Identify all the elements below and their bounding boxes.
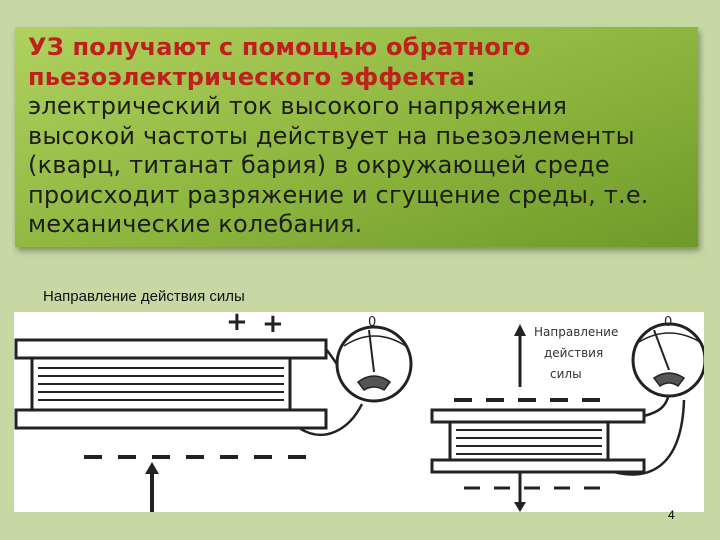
left-top-electrode xyxy=(14,338,328,360)
right-gauge-zero: 0 xyxy=(664,315,672,330)
heading-line-2: пьезоэлектрического эффекта: xyxy=(28,63,690,93)
plus-sign-2: + xyxy=(262,312,284,339)
body-line-1: электрический ток высокого напряжения xyxy=(28,92,568,120)
heading-part-2: пьезоэлектрического эффекта xyxy=(28,62,466,91)
left-bottom-electrode xyxy=(14,408,328,430)
body-line-4: происходит разряжение и сгущение среды, … xyxy=(28,180,649,209)
right-wire-bottom xyxy=(613,399,686,476)
right-label-line-3: силы xyxy=(550,367,582,381)
plus-sign-1: + xyxy=(226,312,248,337)
heading-line-1: УЗ получают с помощью обратного xyxy=(28,33,690,63)
right-top-electrode xyxy=(430,408,646,424)
heading-colon: : xyxy=(465,62,476,91)
figure-caption: Направление действия силы xyxy=(43,288,245,305)
body-line-3: (кварц, титанат бария) в окружающей сред… xyxy=(28,151,610,179)
body-line-5: механические колебания. xyxy=(28,210,363,238)
heading-part-1: УЗ получают с помощью обратного xyxy=(28,33,531,61)
right-bottom-electrode xyxy=(430,458,646,474)
left-wire-bottom xyxy=(298,403,364,437)
piezo-diagram-svg: + + xyxy=(14,312,704,512)
text-box: УЗ получают с помощью обратного пьезоэле… xyxy=(15,27,698,247)
left-assembly: + + xyxy=(14,312,413,512)
body-line-2: высокой частоты действует на пьезоэлемен… xyxy=(28,121,635,150)
right-label-line-1: Направление xyxy=(534,325,618,339)
right-gauge xyxy=(631,322,704,398)
page-number: 4 xyxy=(668,508,675,522)
right-label-line-2: действия xyxy=(544,346,603,360)
piezo-diagram: + + xyxy=(14,312,704,512)
right-assembly: Направление действия силы xyxy=(430,315,704,512)
left-gauge-zero: 0 xyxy=(368,315,376,330)
